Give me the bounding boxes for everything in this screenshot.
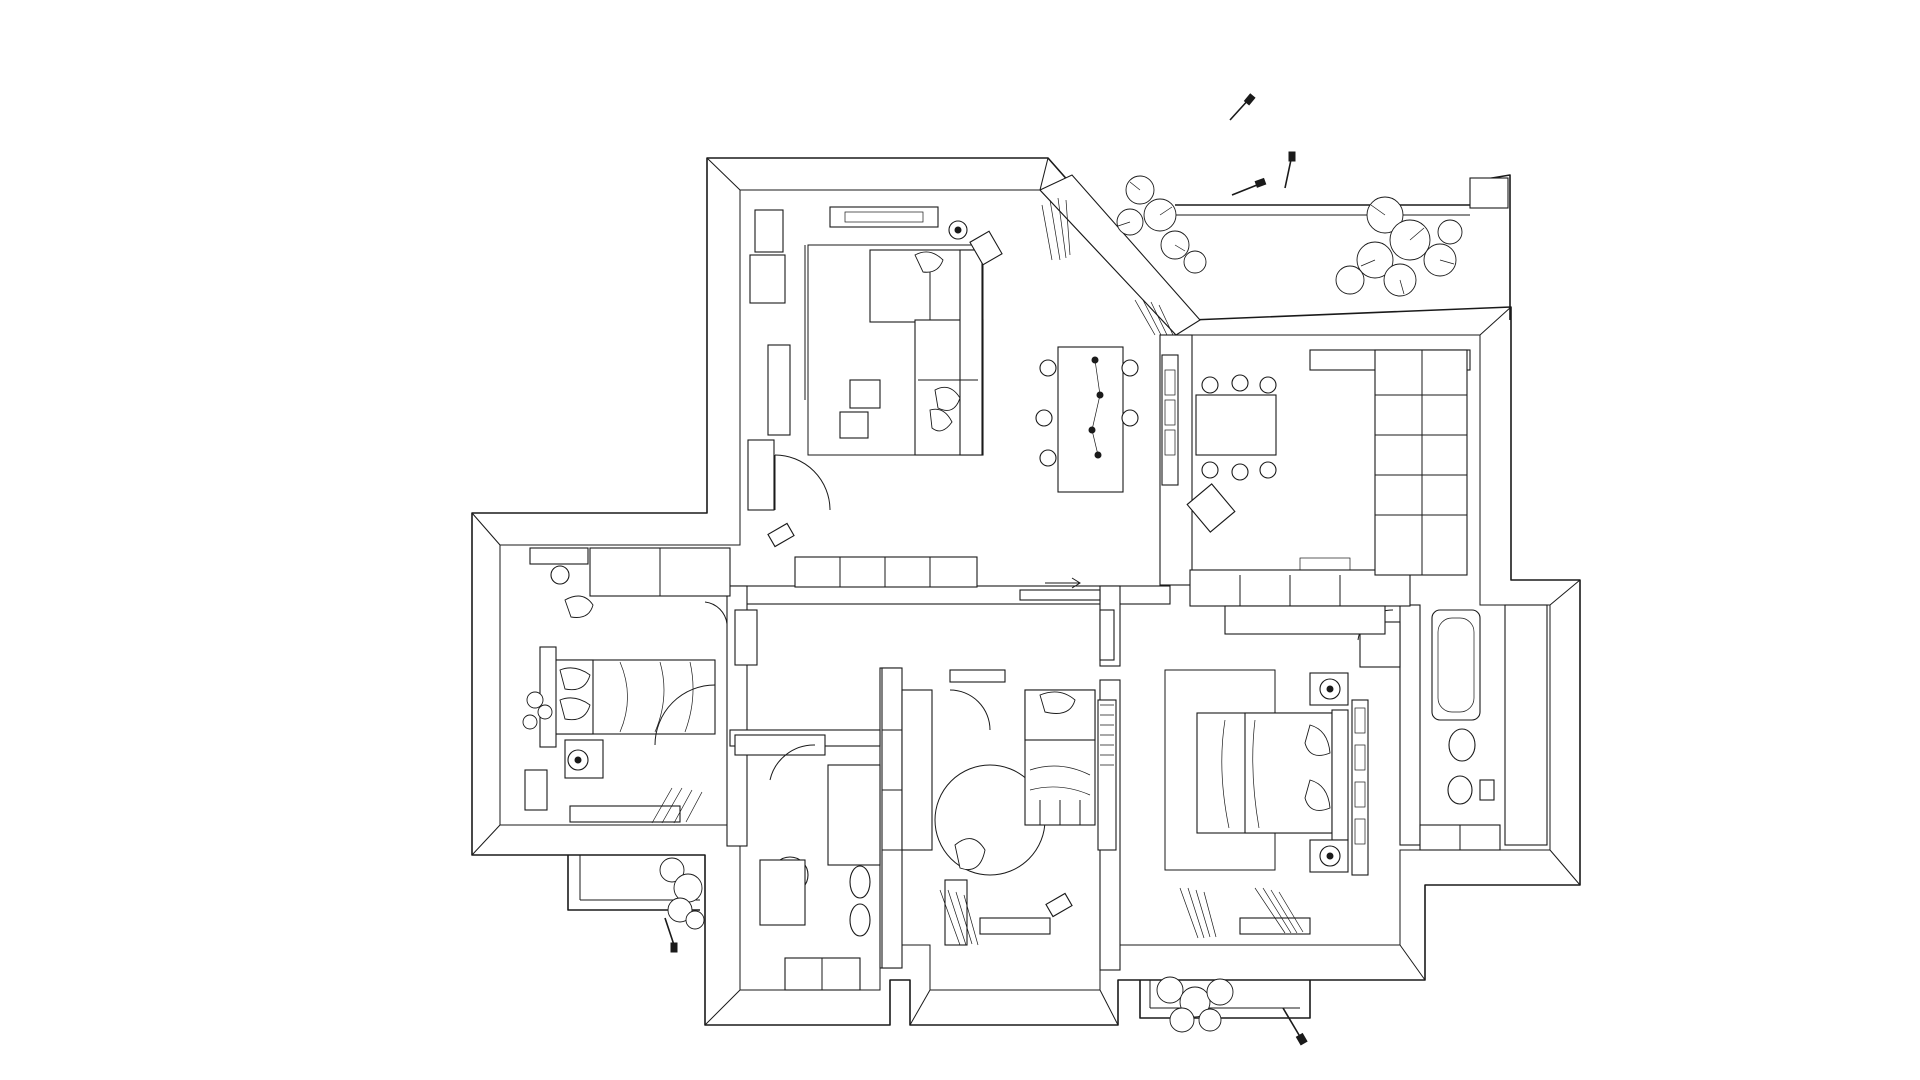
radiator — [1161, 354, 1179, 486]
hall-door-frame — [1099, 609, 1115, 661]
window-child — [979, 917, 1051, 935]
bed-door-swing — [654, 684, 716, 746]
sofa — [869, 249, 984, 456]
bedroom-west — [524, 547, 731, 824]
plant-north-2 — [1335, 196, 1463, 297]
armchair-small — [969, 230, 1003, 266]
toilet-tank — [1479, 779, 1495, 801]
dining-chair — [1121, 359, 1139, 377]
balcony-south — [1139, 980, 1311, 1019]
desk-lamp — [550, 565, 570, 585]
bath-washbasin — [1448, 728, 1476, 762]
desk-west — [529, 547, 589, 565]
plant-north-1 — [1116, 175, 1207, 274]
dining-chair — [1121, 409, 1139, 427]
dining-chair — [1039, 449, 1057, 467]
dining-chair — [1035, 409, 1053, 427]
bookshelf-child — [901, 689, 933, 851]
entrance-hall — [734, 577, 1115, 756]
shelf-west-1 — [754, 209, 784, 253]
double-bed-master — [1196, 712, 1333, 834]
balcony-post — [1469, 177, 1509, 209]
bath-shelf-east — [1504, 604, 1548, 846]
bedroom-master — [1164, 605, 1401, 939]
double-bed-west — [554, 659, 716, 735]
books-stack — [524, 769, 548, 811]
living-door-swing — [774, 454, 831, 511]
tv-unit — [767, 344, 791, 436]
sideboard — [794, 556, 978, 588]
bedroom-child — [881, 667, 1117, 969]
plant-west-bedroom — [522, 691, 553, 730]
kitchen — [1186, 349, 1471, 606]
wall-art-strip — [1351, 699, 1369, 876]
kitchen-table — [1195, 394, 1277, 456]
vanity-small — [759, 859, 806, 926]
toilet-main — [1447, 775, 1473, 805]
shelf-west-2 — [749, 254, 786, 304]
kitchen-counter-south — [1189, 569, 1411, 607]
plant-south — [1156, 976, 1234, 1033]
bidet-small — [849, 903, 871, 937]
shelf-child-east — [1097, 699, 1117, 851]
hall-cabinet — [734, 609, 758, 666]
ottoman-2 — [839, 411, 869, 439]
kitchen-sink — [1299, 557, 1351, 571]
balcony-north — [1175, 174, 1511, 320]
garden-tools — [664, 93, 1308, 1046]
entry-mat — [1019, 589, 1101, 601]
living-room — [747, 174, 1201, 588]
child-shelf — [944, 879, 968, 946]
bath-small-counter — [827, 764, 881, 866]
child-door-frame — [949, 669, 1006, 683]
kitchen-stool — [1186, 483, 1236, 533]
hall-shelf — [734, 734, 826, 756]
window-ne — [1039, 174, 1201, 336]
ceiling-light — [829, 206, 939, 228]
tool-5 — [1282, 1007, 1303, 1041]
dining-table — [1057, 346, 1124, 493]
wall-bath-west — [1399, 604, 1421, 846]
master-closet — [1224, 605, 1386, 635]
ottoman-1 — [849, 379, 881, 409]
bookshelf-kitchen — [1374, 349, 1468, 576]
desk-chair — [564, 595, 594, 618]
toilet-small — [849, 865, 871, 899]
curtain-west — [651, 787, 703, 824]
wardrobe-child — [881, 667, 903, 969]
dining-chair — [1039, 359, 1057, 377]
child-lamp — [1045, 892, 1073, 918]
single-bed — [1024, 689, 1096, 826]
bathtub — [1431, 609, 1481, 721]
spotlight — [767, 522, 795, 548]
curtain-master-2 — [1254, 887, 1304, 934]
headboard-master — [1331, 709, 1349, 841]
bathroom-small — [759, 744, 881, 991]
window-west-bedroom — [569, 805, 681, 823]
child-chair — [954, 838, 986, 870]
outer-walls — [471, 157, 1581, 1026]
potted-plants — [522, 175, 1463, 1033]
curtain-master-1 — [1179, 887, 1217, 939]
plant-sw — [659, 857, 705, 930]
curtain-child — [939, 889, 979, 946]
cabinet-west — [747, 439, 775, 511]
bathroom-main — [1419, 604, 1548, 851]
